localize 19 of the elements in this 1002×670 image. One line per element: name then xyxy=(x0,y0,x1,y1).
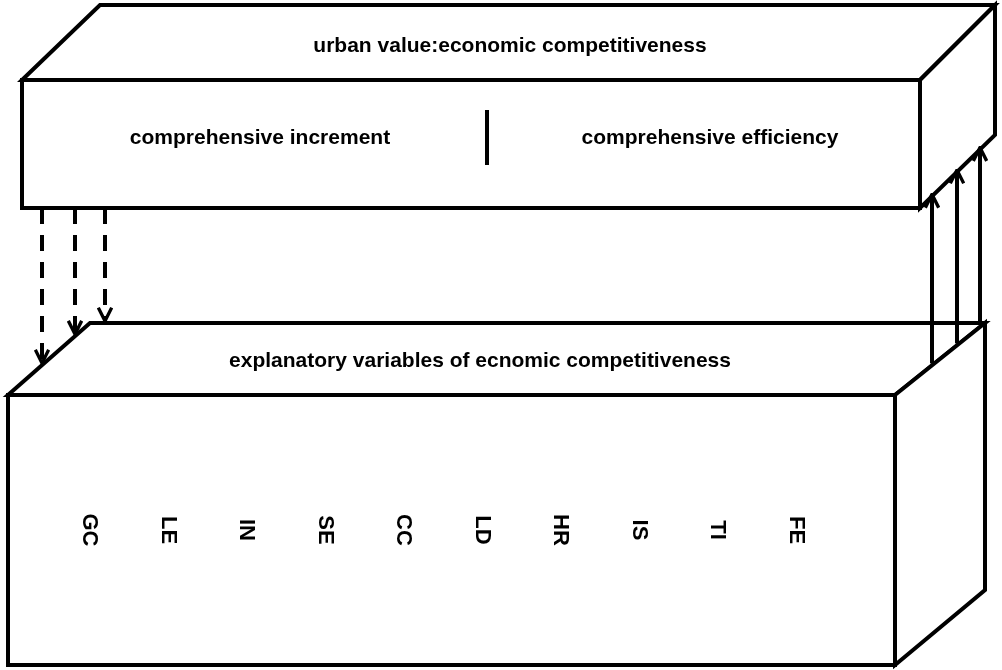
variable-label: LE xyxy=(155,515,182,545)
text-label: comprehensive efficiency xyxy=(581,125,839,149)
variable-label: GC xyxy=(77,513,103,547)
variable-label: HR xyxy=(548,514,574,546)
text-label: comprehensive increment xyxy=(129,125,391,149)
variable-label: IN xyxy=(234,519,260,541)
arrow xyxy=(923,192,941,364)
arrow xyxy=(948,168,966,344)
variable-label: FE xyxy=(783,515,810,545)
heading: urban value:economic competitiveness xyxy=(313,33,707,57)
arrow xyxy=(33,208,51,365)
arrow xyxy=(66,208,84,336)
variable-label: CC xyxy=(391,514,417,546)
heading: explanatory variables of ecnomic competitiveness xyxy=(229,348,731,372)
variable-label: SE xyxy=(312,515,339,545)
variable-label: IS xyxy=(626,519,653,541)
variable-label: TI xyxy=(705,520,731,540)
variable-label: LD xyxy=(469,515,496,545)
arrow xyxy=(96,208,114,323)
